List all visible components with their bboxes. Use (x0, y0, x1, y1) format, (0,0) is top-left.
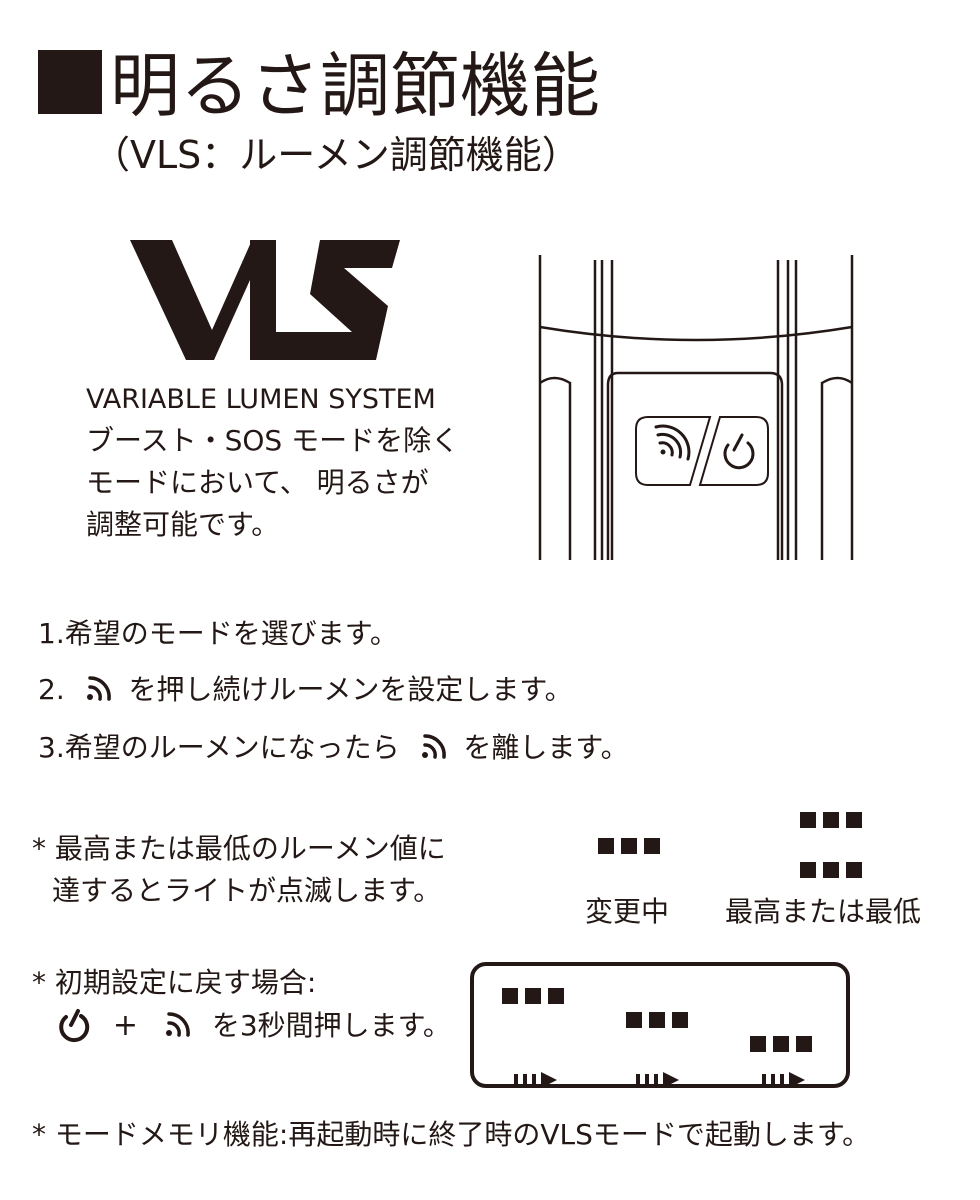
arrow-icon (514, 1072, 557, 1088)
arrow-icon (762, 1072, 805, 1088)
step-1: 1.希望のモードを選びます。 (38, 617, 398, 650)
note-mode-memory: * モードメモリ機能:再起動時に終了時のVLSモードで起動します。 (32, 1118, 871, 1151)
label-changing: 変更中 (585, 895, 670, 928)
vls-caption: VARIABLE LUMEN SYSTEM (86, 384, 436, 415)
mode-signal-icon[interactable] (654, 424, 691, 461)
title-square-icon (38, 50, 102, 114)
vls-desc-line: 調整可能です。 (86, 508, 280, 541)
indicator-step-2 (626, 1012, 688, 1028)
indicator-max-min-on (800, 812, 862, 828)
indicator-changing (598, 838, 660, 854)
reset-sequence-box (470, 962, 850, 1088)
arrow-icon (636, 1072, 679, 1088)
power-icon[interactable] (723, 433, 755, 470)
indicator-max-min-on (800, 862, 862, 878)
vls-desc-line: モードにおいて、 明るさが (86, 466, 429, 499)
power-icon (59, 1009, 90, 1043)
note-reset: * 初期設定に戻す場合: (32, 966, 317, 999)
note-limit: * 最高または最低のルーメン値に 達するとライトが点滅します。 (32, 832, 446, 907)
label-max-min: 最高または最低 (725, 895, 922, 928)
indicator-step-3 (750, 1036, 812, 1052)
mode-signal-icon (165, 1012, 190, 1037)
vls-description: ブースト・SOS モードを除く モードにおいて、 明るさが 調整可能です。 (86, 420, 459, 546)
step-2: 2. を押し続けルーメンを設定します。 (38, 668, 573, 712)
indicator-step-1 (502, 988, 564, 1004)
vls-logo (130, 240, 400, 360)
mode-signal-icon (86, 676, 111, 701)
page-subtitle: （VLS：ルーメン調節機能） (92, 133, 580, 177)
note-reset-combo: + を3秒間押します。 (54, 1004, 451, 1048)
page-title: 明るさ調節機能 (38, 38, 600, 134)
device-illustration (538, 255, 854, 560)
mode-signal-icon (421, 734, 446, 759)
step-3: 3.希望のルーメンになったら を離します。 (38, 726, 629, 770)
vls-desc-line: ブースト・SOS モードを除く (86, 424, 460, 457)
